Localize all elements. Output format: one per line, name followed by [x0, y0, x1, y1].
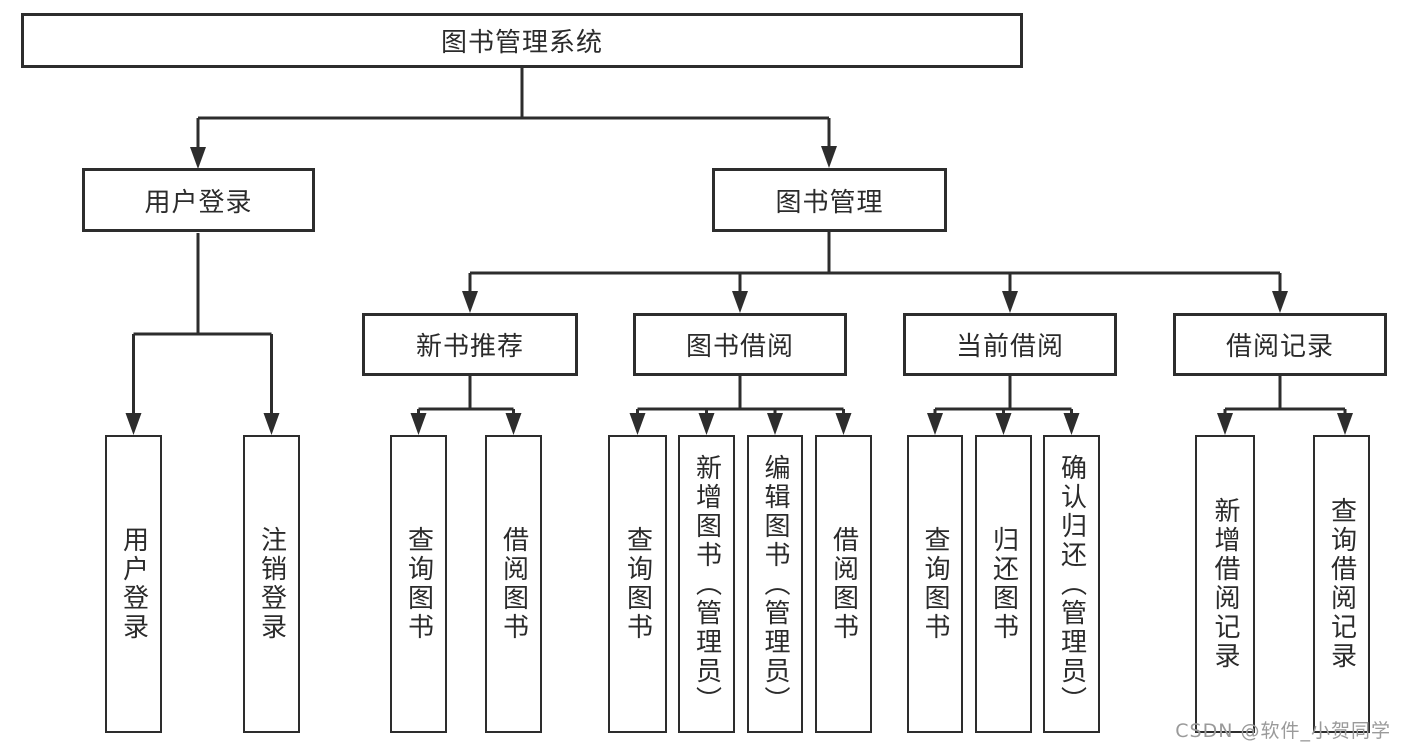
node-user-login: 用户登录	[82, 168, 315, 232]
node-new-book-recommend: 新书推荐	[362, 313, 578, 376]
leaf-borrow-books: 借阅图书	[815, 435, 872, 733]
leaf-query-books-borrow: 查询图书	[608, 435, 667, 733]
node-book-management: 图书管理	[712, 168, 947, 232]
leaf-add-borrow-record-label: 新增借阅记录	[1210, 497, 1240, 671]
node-user-login-label: 用户登录	[144, 187, 253, 218]
leaf-query-books-current-label: 查询图书	[920, 526, 950, 642]
csdn-watermark: CSDN @软件_小贺同学	[1175, 720, 1391, 742]
leaf-add-books-admin: 新增图书（管理员）	[678, 435, 735, 733]
node-borrow-records-label: 借阅记录	[1225, 332, 1334, 362]
leaf-query-books-recommend-label: 查询图书	[403, 526, 434, 642]
node-book-management-label: 图书管理	[775, 187, 884, 218]
node-new-book-recommend-label: 新书推荐	[415, 332, 524, 362]
node-book-borrow: 图书借阅	[633, 313, 847, 376]
leaf-add-borrow-record: 新增借阅记录	[1195, 435, 1255, 733]
leaf-edit-books-admin: 编辑图书（管理员）	[747, 435, 803, 733]
leaf-add-books-admin-label: 新增图书（管理员）	[691, 453, 722, 715]
leaf-user-login-label: 用户登录	[118, 526, 149, 642]
leaf-return-books: 归还图书	[975, 435, 1032, 733]
leaf-return-books-label: 归还图书	[988, 526, 1019, 642]
node-current-borrow: 当前借阅	[903, 313, 1117, 376]
leaf-edit-books-admin-label: 编辑图书（管理员）	[760, 453, 790, 715]
leaf-query-borrow-record-label: 查询借阅记录	[1326, 497, 1357, 671]
leaf-logout: 注销登录	[243, 435, 300, 733]
leaf-query-books-borrow-label: 查询图书	[622, 526, 653, 642]
leaf-user-login: 用户登录	[105, 435, 162, 733]
node-book-borrow-label: 图书借阅	[685, 332, 794, 362]
node-root-label: 图书管理系统	[440, 28, 603, 58]
node-root: 图书管理系统	[21, 13, 1023, 68]
leaf-confirm-return-admin: 确认归还（管理员）	[1043, 435, 1100, 733]
leaf-query-books-recommend: 查询图书	[390, 435, 447, 733]
leaf-borrow-books-recommend: 借阅图书	[485, 435, 542, 733]
node-current-borrow-label: 当前借阅	[955, 332, 1064, 362]
leaf-borrow-books-label: 借阅图书	[828, 526, 859, 642]
leaf-logout-label: 注销登录	[256, 526, 287, 642]
node-borrow-records: 借阅记录	[1173, 313, 1387, 376]
leaf-borrow-books-recommend-label: 借阅图书	[498, 526, 529, 642]
leaf-confirm-return-admin-label: 确认归还（管理员）	[1056, 453, 1087, 715]
leaf-query-borrow-record: 查询借阅记录	[1313, 435, 1370, 733]
arrowheads	[125, 146, 1353, 435]
leaf-query-books-current: 查询图书	[907, 435, 963, 733]
